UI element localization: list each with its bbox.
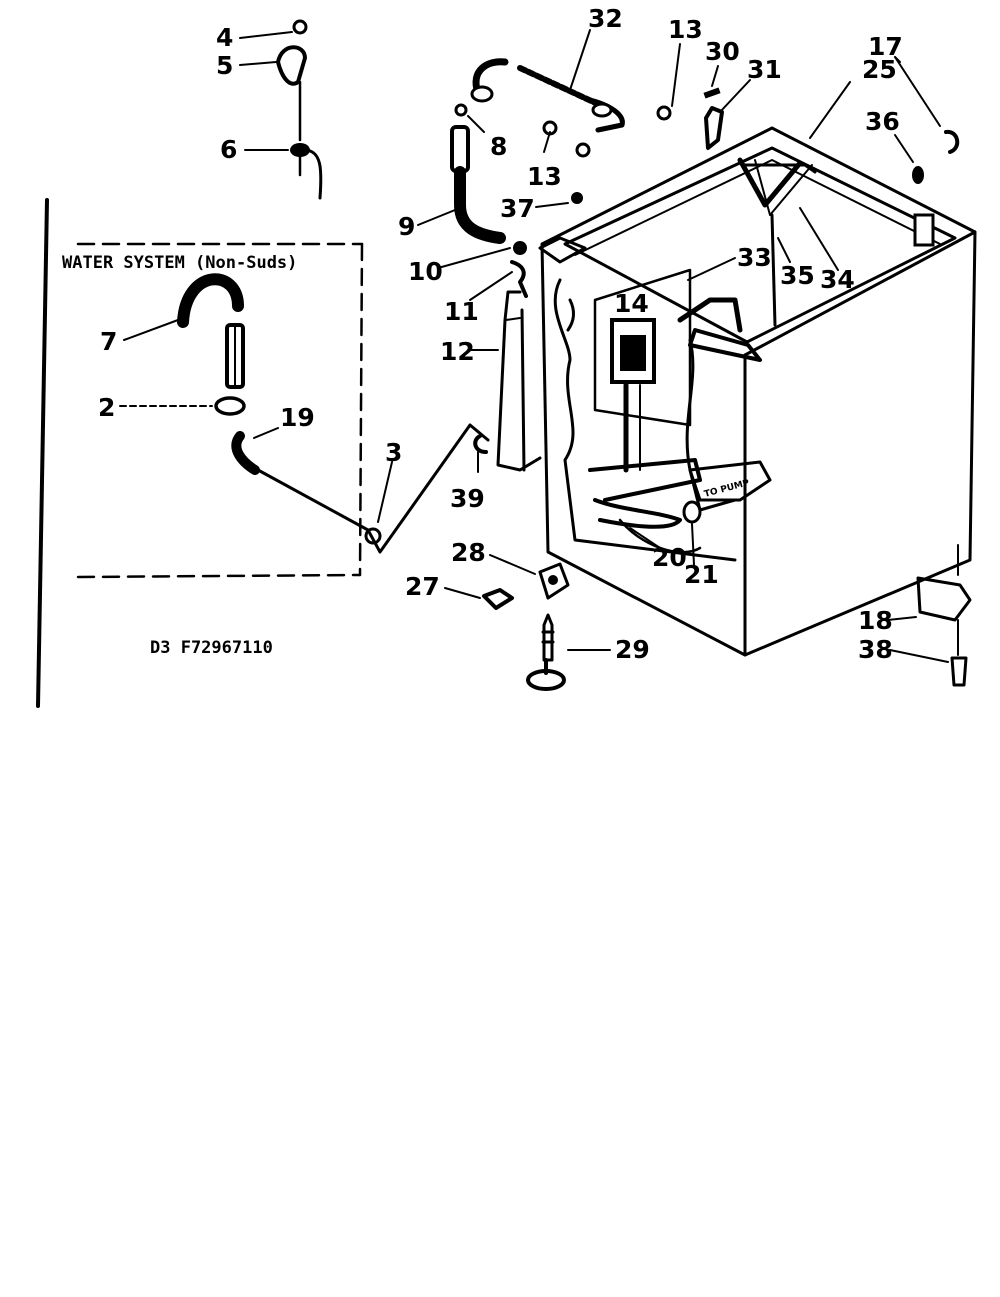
callout-39: 39: [450, 484, 485, 513]
callout-27: 27: [405, 572, 440, 601]
callout-4: 4: [216, 23, 233, 52]
callout-36: 36: [865, 107, 900, 136]
washer-cabinet: TO PUMP: [538, 126, 977, 657]
callout-labels: 4 5 6 7 2 19 3 8 9 10 11 12 13 37 32 13 …: [98, 4, 903, 664]
callout-18: 18: [858, 606, 893, 635]
callout-20: 20: [652, 543, 687, 572]
callout-30: 30: [705, 37, 740, 66]
leveling-parts: [482, 129, 972, 691]
callout-35: 35: [780, 261, 815, 290]
callout-17: 17: [868, 32, 903, 61]
callout-13b: 13: [668, 15, 703, 44]
screw-part: [292, 19, 308, 35]
inlet-hose-assembly: [450, 103, 542, 472]
top-left-parts: [276, 19, 323, 200]
callout-14: 14: [614, 289, 649, 318]
leader-lines: [119, 29, 949, 663]
callout-25: 25: [862, 55, 897, 84]
callout-32: 32: [588, 4, 623, 33]
callout-28: 28: [451, 538, 486, 567]
grommet-part: [290, 143, 310, 157]
callout-13a: 13: [527, 162, 562, 191]
callout-9: 9: [398, 212, 415, 241]
callout-12: 12: [440, 337, 475, 366]
callout-7: 7: [100, 327, 117, 356]
callout-38: 38: [858, 635, 893, 664]
hose-bend-part: [177, 273, 245, 389]
callout-29: 29: [615, 635, 650, 664]
callout-3: 3: [385, 438, 402, 467]
callout-2: 2: [98, 393, 115, 422]
clamp-part: [364, 423, 490, 554]
callout-33: 33: [737, 243, 772, 272]
callout-31: 31: [747, 55, 782, 84]
callout-10: 10: [408, 257, 443, 286]
washer-part: [214, 396, 246, 416]
diagram-code: D3 F72967110: [150, 638, 273, 658]
callout-11: 11: [444, 297, 479, 326]
callout-8: 8: [490, 132, 507, 161]
left-border: [36, 198, 49, 708]
callout-5: 5: [216, 51, 233, 80]
callout-21: 21: [684, 560, 719, 589]
callout-19: 19: [280, 403, 315, 432]
inset-title: WATER SYSTEM (Non-Suds): [62, 253, 297, 273]
elbow-hose-part: [231, 431, 370, 532]
bracket-part: [276, 45, 307, 86]
wire-harness-part: [470, 58, 724, 204]
water-system-inset: WATER SYSTEM (Non-Suds): [62, 242, 490, 579]
callout-37: 37: [500, 194, 535, 223]
callout-34: 34: [820, 265, 855, 294]
callout-6: 6: [220, 135, 237, 164]
